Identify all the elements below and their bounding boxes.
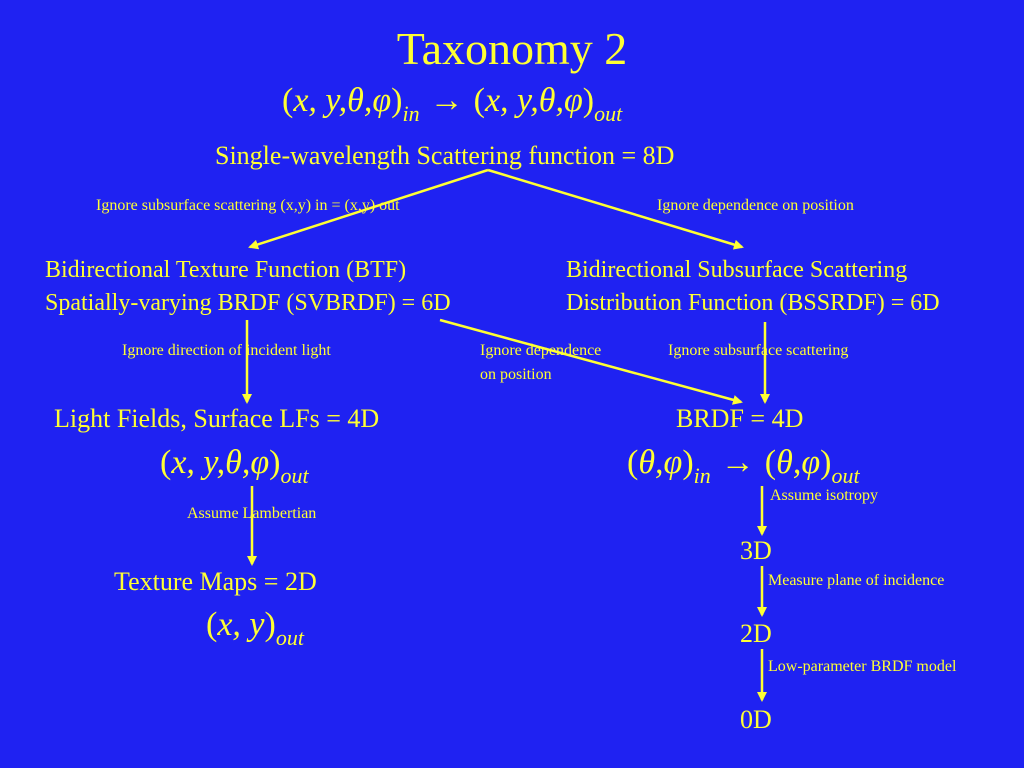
brdf-label: BRDF = 4D	[676, 404, 804, 433]
top-formula-in-sub: in	[402, 101, 420, 126]
node-3d: 3D	[740, 536, 772, 565]
top-formula: (x, y,θ,φ)in→(x, y,θ,φ)out	[282, 82, 623, 126]
bssrdf-label-line2: Distribution Function (BSSRDF) = 6D	[566, 290, 940, 316]
top-formula-out-sub: out	[594, 101, 623, 126]
node-2d: 2D	[740, 619, 772, 648]
texture-maps-formula-vars: x, y	[217, 606, 265, 643]
arrow-root-to-btf	[248, 168, 489, 250]
edge-label-low-parameter: Low-parameter BRDF model	[768, 658, 957, 675]
top-formula-in-vars: x, y,θ,φ	[293, 82, 392, 119]
brdf-formula-in-vars: θ,φ	[638, 444, 683, 481]
edge-label-ignore-subsurface: Ignore subsurface scattering	[668, 342, 849, 359]
root-node-label: Single-wavelength Scattering function = …	[215, 141, 675, 170]
bssrdf-label-line1: Bidirectional Subsurface Scattering	[566, 257, 908, 283]
arrow-btf-to-brdf	[439, 318, 743, 405]
texture-maps-label: Texture Maps = 2D	[114, 567, 317, 596]
edge-label-assume-lambertian: Assume Lambertian	[187, 505, 317, 522]
brdf-formula: (θ,φ)in→(θ,φ)out	[627, 444, 860, 488]
btf-label-line2: Spatially-varying BRDF (SVBRDF) = 6D	[45, 290, 451, 316]
brdf-formula-in-sub: in	[693, 463, 711, 488]
texture-maps-formula-sub: out	[275, 625, 304, 650]
edge-label-measure-plane: Measure plane of incidence	[768, 572, 945, 589]
edge-label-ignore-incident: Ignore direction of incident light	[122, 342, 331, 359]
brdf-formula-arrow: →	[720, 444, 755, 481]
arrow-root-to-bssrdf	[487, 168, 744, 250]
top-formula-out-vars: x, y,θ,φ	[484, 82, 583, 119]
slide-title: Taxonomy 2	[396, 23, 628, 74]
texture-maps-formula: (x, y)out	[206, 606, 304, 650]
edge-label-ignore-position-line2: on position	[480, 366, 552, 383]
lightfields-formula-sub: out	[280, 463, 309, 488]
edge-label-ignore-subsurface-root: Ignore subsurface scattering (x,y) in = …	[96, 197, 400, 214]
edge-label-ignore-position-line1: Ignore dependence	[480, 342, 602, 359]
lightfields-label: Light Fields, Surface LFs = 4D	[54, 404, 380, 433]
brdf-formula-out-sub: out	[831, 463, 860, 488]
lightfields-formula-vars: x, y,θ,φ	[171, 444, 270, 481]
brdf-formula-out-vars: θ,φ	[776, 444, 821, 481]
top-formula-arrow: →	[429, 82, 464, 119]
node-0d: 0D	[740, 705, 772, 734]
btf-label-line1: Bidirectional Texture Function (BTF)	[45, 257, 407, 283]
lightfields-formula: (x, y,θ,φ)out	[160, 444, 309, 488]
edge-label-ignore-position-root: Ignore dependence on position	[657, 197, 854, 214]
edge-label-assume-isotropy: Assume isotropy	[770, 487, 878, 504]
